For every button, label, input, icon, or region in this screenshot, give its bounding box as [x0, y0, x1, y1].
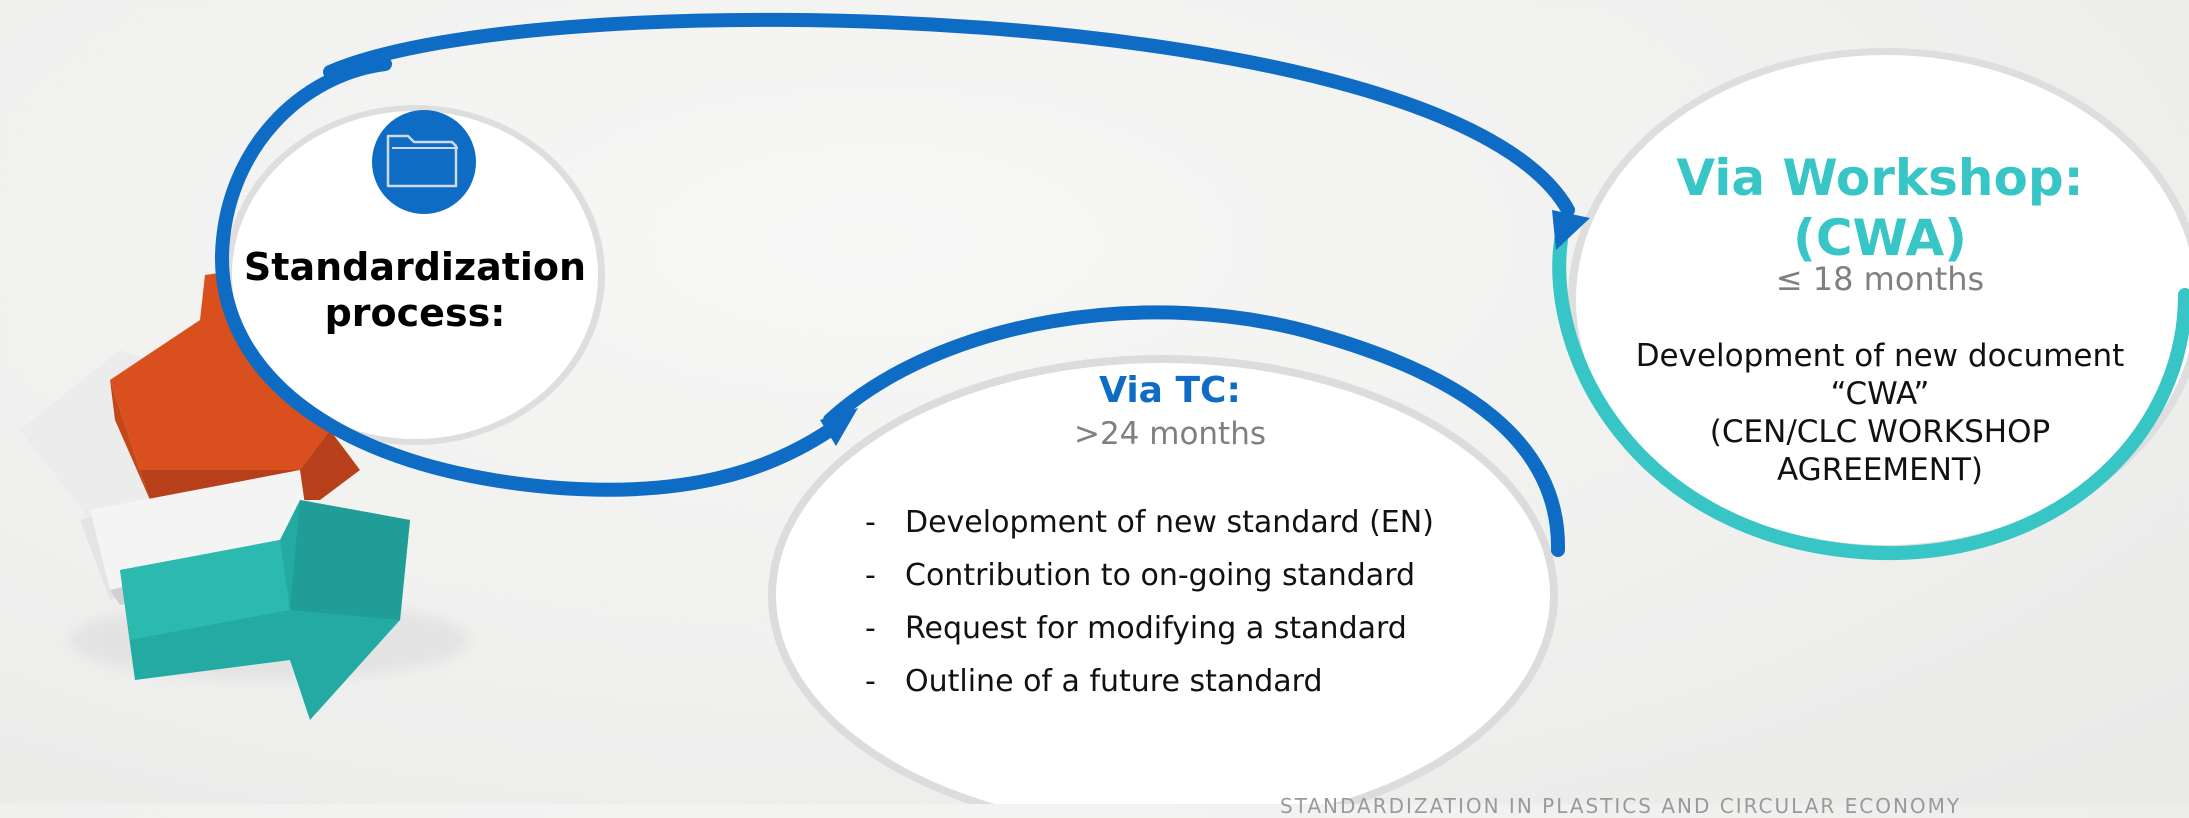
via-workshop-desc-line1: Development of new document	[1635, 338, 2125, 374]
via-workshop-desc-line4: AGREEMENT)	[1777, 452, 1983, 488]
via-tc-duration: >24 months	[1073, 416, 1267, 452]
via-workshop-title-line1: Via Workshop:	[1676, 149, 2084, 207]
arrow-to-workshop-icon	[1552, 210, 1590, 250]
footer-text: STANDARDIZATION IN PLASTICS AND CIRCULAR…	[1280, 794, 1962, 818]
start-title-line2: process:	[324, 291, 506, 335]
via-workshop-desc-line3: (CEN/CLC WORKSHOP	[1709, 414, 2051, 450]
via-workshop-title: Via Workshop: (CWA)	[1600, 148, 2160, 268]
list-item: Contribution to on-going standard	[865, 549, 1434, 602]
via-workshop-circle	[1576, 55, 2189, 545]
via-workshop-description: Development of new document “CWA” (CEN/C…	[1600, 337, 2160, 489]
workshop-teal-ring	[1552, 233, 2189, 561]
via-workshop-duration: ≤ 18 months	[1775, 260, 1985, 298]
folder-icon	[372, 110, 476, 214]
via-tc-title: Via TC:	[1099, 370, 1241, 411]
list-item: Outline of a future standard	[865, 655, 1434, 708]
start-title-line1: Standardization	[243, 245, 587, 289]
tc-blue-arc	[823, 305, 1566, 557]
list-item: Development of new standard (EN)	[865, 496, 1434, 549]
list-item: Request for modifying a standard	[865, 602, 1434, 655]
via-workshop-desc-line2: “CWA”	[1830, 376, 1930, 412]
via-workshop-title-line2: (CWA)	[1793, 209, 1967, 267]
start-blue-arc	[214, 57, 837, 497]
arrow-to-workshop-path	[323, 12, 1575, 217]
start-circle	[232, 111, 598, 439]
start-title: Standardization process:	[235, 244, 595, 336]
decorative-arrows-illustration	[20, 270, 470, 720]
via-tc-list: Development of new standard (EN) Contrib…	[865, 496, 1434, 708]
